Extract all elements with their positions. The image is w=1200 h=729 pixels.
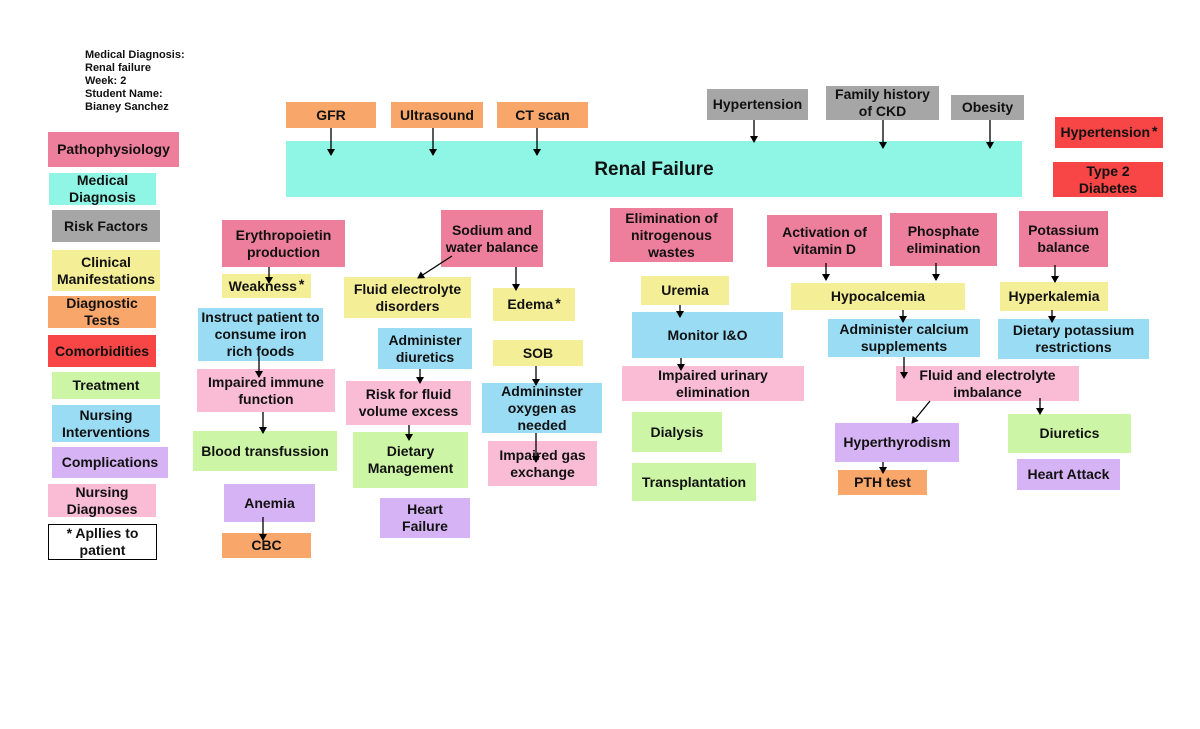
node-impaired-urinary: Impaired urinary elimination — [622, 366, 804, 401]
header-diagnosis-value: Renal failure — [85, 62, 152, 74]
node-activation-vitd: Activation of vitamin D — [767, 215, 882, 267]
node-anemia: Anemia — [224, 484, 315, 522]
node-hypertension-comorbid: Hypertension* — [1055, 117, 1163, 148]
node-heart-failure: Heart Failure — [380, 498, 470, 538]
node-hypertension-comorbid-label: Hypertension — [1060, 124, 1150, 140]
header-diagnosis-label: Medical Diagnosis: — [85, 49, 185, 61]
header-week: Week: 2 — [85, 75, 127, 87]
node-dietary-potassium: Dietary potassium restrictions — [998, 319, 1149, 359]
node-transplantation: Transplantation — [632, 463, 756, 501]
node-weakness-label: Weakness — [228, 277, 297, 294]
node-erythropoietin: Erythropoietin production — [222, 220, 345, 267]
node-potassium-balance: Potassium balance — [1019, 211, 1108, 267]
node-administer-diuretics: Administer diuretics — [378, 328, 472, 369]
legend-medical-diagnosis: Medical Diagnosis — [49, 172, 156, 205]
node-administer-calcium: Administer calcium supplements — [828, 319, 980, 357]
node-obesity: Obesity — [951, 95, 1024, 120]
node-fluid-electrolyte-disorders: Fluid electrolyte disorders — [344, 277, 471, 318]
node-family-history: Family history of CKD — [826, 86, 939, 120]
node-heart-attack: Heart Attack — [1017, 459, 1120, 490]
node-pth-test: PTH test — [838, 470, 927, 495]
legend-complications: Complications — [52, 447, 168, 478]
node-type2-diabetes: Type 2 Diabetes — [1053, 162, 1163, 197]
node-sob: SOB — [493, 340, 583, 366]
node-fluid-electrolyte-imbalance: Fluid and electrolyte imbalance — [896, 366, 1079, 401]
node-hyperkalemia: Hyperkalemia — [1000, 282, 1108, 311]
header-student-name: Bianey Sanchez — [85, 101, 169, 113]
node-impaired-immune: Impaired immune function — [197, 369, 335, 412]
node-ultrasound: Ultrasound — [391, 102, 483, 128]
node-risk-fluid-excess: Risk for fluid volume excess — [346, 381, 471, 425]
header-student-label: Student Name: — [85, 88, 163, 100]
arrow-imbalance-thyroid — [911, 400, 931, 424]
node-renal-failure: Renal Failure — [286, 141, 1022, 197]
node-impaired-gas: Impaired gas exchange — [488, 441, 597, 486]
legend-clinical-manifestations: Clinical Manifestations — [52, 250, 160, 291]
student-header: Medical Diagnosis: Renal failure Week: 2… — [85, 49, 185, 114]
node-instruct-iron: Instruct patient to consume iron rich fo… — [198, 308, 323, 361]
legend-comorbidities: Comorbidities — [48, 335, 156, 367]
node-elimination-wastes: Elimination of nitrogenous wastes — [610, 208, 733, 262]
node-administer-oxygen: Admininster oxygen as needed — [482, 383, 602, 433]
legend-risk-factors: Risk Factors — [52, 210, 160, 242]
legend-pathophysiology: Pathophysiology — [48, 132, 179, 167]
node-ct-scan: CT scan — [497, 102, 588, 128]
legend-treatment: Treatment — [52, 372, 160, 399]
legend-diagnostic-tests: Diagnostic Tests — [48, 295, 156, 328]
node-blood-transfusion: Blood transfussion — [193, 431, 337, 471]
node-uremia: Uremia — [641, 276, 729, 305]
legend-nursing-interventions: Nursing Interventions — [52, 405, 160, 442]
node-dialysis: Dialysis — [632, 412, 722, 452]
legend-applies-note: * Apllies to patient — [48, 524, 157, 560]
node-hyperthyroidism: Hyperthyrodism — [835, 423, 959, 462]
node-gfr: GFR — [286, 102, 376, 128]
node-dietary-management: Dietary Management — [353, 432, 468, 488]
node-edema-label: Edema — [507, 296, 554, 312]
legend-nursing-diagnoses: Nursing Diagnoses — [48, 484, 156, 517]
node-hypocalcemia: Hypocalcemia — [791, 283, 965, 310]
node-diuretics: Diuretics — [1008, 414, 1131, 453]
node-cbc: CBC — [222, 533, 311, 558]
node-edema: Edema* — [493, 288, 575, 321]
node-sodium-water: Sodium and water balance — [441, 210, 543, 267]
node-weakness: Weakness* — [222, 274, 311, 298]
node-monitor-io: Monitor I&O — [632, 312, 783, 358]
node-phosphate-elimination: Phosphate elimination — [890, 213, 997, 266]
node-hypertension-risk: Hypertension — [707, 89, 808, 120]
